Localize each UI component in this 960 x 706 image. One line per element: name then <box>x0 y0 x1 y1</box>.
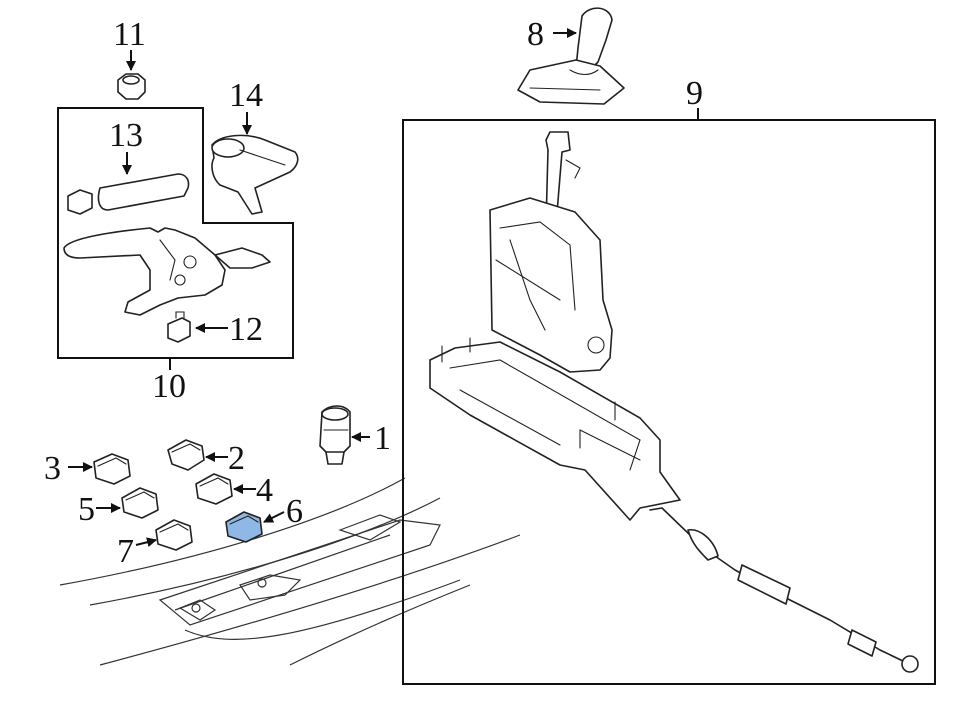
callout-4: 4 <box>256 472 273 509</box>
shifter-assembly <box>429 131 919 673</box>
callout-9: 9 <box>686 75 703 112</box>
floor-panel <box>59 477 521 666</box>
switch-part-4 <box>195 473 233 505</box>
callout-5: 5 <box>78 491 95 528</box>
switch-part-12 <box>167 311 191 343</box>
callout-11: 11 <box>113 16 146 53</box>
callout-6: 6 <box>286 493 303 530</box>
callout-8: 8 <box>527 16 544 53</box>
callout-7: 7 <box>117 533 134 570</box>
switch-part-7 <box>155 519 193 551</box>
switch-part-2 <box>167 439 205 471</box>
boot-part-14 <box>211 134 299 215</box>
grip-part-13 <box>67 173 190 215</box>
callout-14: 14 <box>229 77 263 114</box>
group-box-10 <box>57 107 294 359</box>
callout-10: 10 <box>152 368 186 405</box>
callout-12: 12 <box>229 311 263 348</box>
bulb-part-1 <box>319 405 351 465</box>
switch-part-6-highlighted <box>225 511 263 543</box>
callout-2: 2 <box>228 440 245 477</box>
callout-3: 3 <box>44 450 61 487</box>
shift-knob-part-8 <box>517 7 625 105</box>
nut-part-11 <box>117 73 146 100</box>
leader-7 <box>135 537 157 548</box>
callout-13: 13 <box>109 117 143 154</box>
switch-part-3 <box>93 453 131 485</box>
leader-6 <box>263 511 285 523</box>
switch-part-5 <box>121 487 159 519</box>
callout-1: 1 <box>374 420 391 457</box>
handbrake-lever <box>63 227 271 316</box>
group-box-9 <box>402 119 936 685</box>
